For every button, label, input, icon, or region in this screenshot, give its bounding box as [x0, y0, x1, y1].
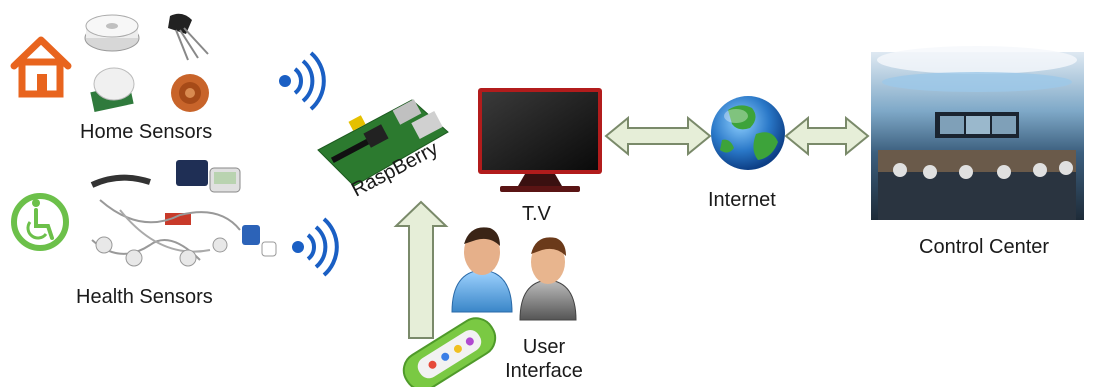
- user-interface-line2: Interface: [505, 360, 583, 382]
- wifi-signal-icon: [292, 217, 339, 277]
- remote-control-icon: [402, 317, 497, 391]
- health-sensors-label: Health Sensors: [76, 286, 213, 308]
- control-room-photo: [871, 46, 1084, 220]
- home-sensors-label: Home Sensors: [80, 121, 213, 143]
- health-sensors-kit-icon: [90, 160, 277, 267]
- tv-label: T.V: [522, 203, 551, 225]
- wheelchair-icon: [11, 193, 69, 251]
- double-arrow: [604, 115, 712, 157]
- smoke-detector-icon: [84, 14, 140, 52]
- raspberry-pi-board-icon: [317, 99, 449, 187]
- user-interface-label: User Interface: [496, 335, 592, 383]
- user-interface-line1: User: [522, 336, 566, 358]
- users-icon: [451, 227, 577, 321]
- motion-sensor-icon: [90, 67, 135, 112]
- internet-label: Internet: [708, 189, 776, 211]
- house-icon: [10, 36, 72, 98]
- globe-icon: [711, 96, 785, 170]
- up-arrow: [393, 200, 449, 339]
- wifi-signal-icon: [279, 51, 326, 111]
- double-arrow: [784, 115, 870, 157]
- temperature-sensor-icon: [168, 13, 209, 61]
- tv-icon: [478, 88, 602, 192]
- gas-sensor-icon: [171, 74, 209, 112]
- control-center-label: Control Center: [919, 236, 1050, 258]
